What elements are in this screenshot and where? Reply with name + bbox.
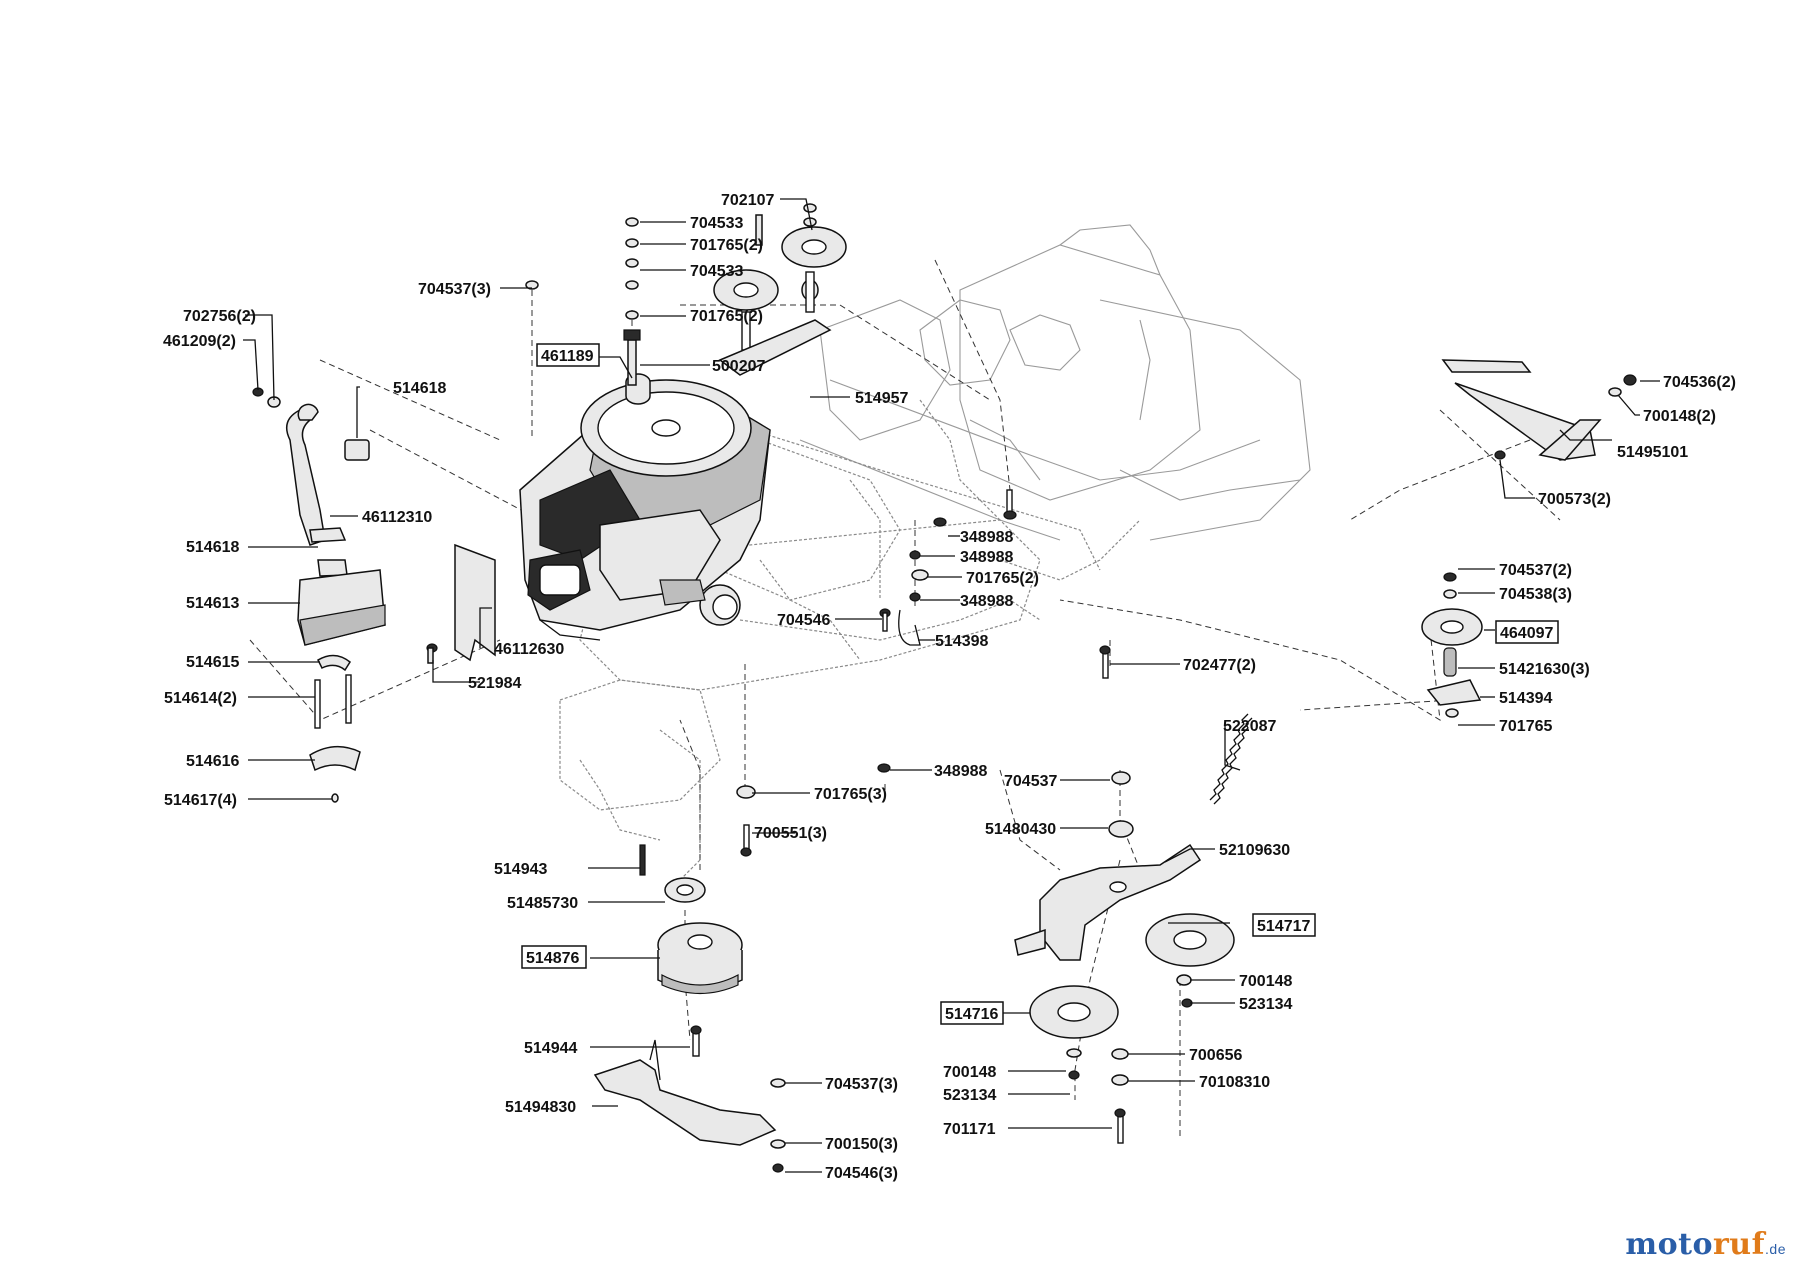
heat-shield — [426, 543, 496, 664]
label-704546: 704546 — [777, 612, 830, 629]
label-522087: 522087 — [1223, 718, 1276, 735]
label-701765: 701765 — [1499, 718, 1552, 735]
label-46112310: 46112310 — [362, 509, 432, 526]
label-514618-a: 514618 — [393, 380, 446, 397]
label-704533-a: 704533 — [690, 215, 743, 232]
label-51495101: 51495101 — [1617, 444, 1688, 461]
label-51480430: 51480430 — [985, 821, 1056, 838]
label-514716: 514716 — [945, 1006, 998, 1023]
watermark-part-2: ruf — [1713, 1227, 1766, 1262]
label-702756-2: 702756(2) — [183, 308, 256, 325]
motoruf-watermark-logo: motoruf.de — [1625, 1227, 1786, 1262]
right-bracket-assembly — [1441, 359, 1637, 461]
label-700656: 700656 — [1189, 1047, 1242, 1064]
label-700573-2: 700573(2) — [1538, 491, 1611, 508]
label-348988-d: 348988 — [934, 763, 987, 780]
label-521984: 521984 — [468, 675, 521, 692]
label-704537-3-a: 704537(3) — [418, 281, 491, 298]
watermark-part-1: moto — [1625, 1227, 1713, 1262]
label-514617-4: 514617(4) — [164, 792, 237, 809]
label-514944: 514944 — [524, 1040, 577, 1057]
label-46112630: 46112630 — [494, 641, 564, 658]
label-700150-3: 700150(3) — [825, 1136, 898, 1153]
label-464097: 464097 — [1500, 625, 1553, 642]
exhaust-assembly — [252, 387, 386, 803]
label-514613: 514613 — [186, 595, 239, 612]
label-704537-3-b: 704537(3) — [825, 1076, 898, 1093]
label-702477-2: 702477(2) — [1183, 657, 1256, 674]
label-514616: 514616 — [186, 753, 239, 770]
label-348988-a: 348988 — [960, 529, 1013, 546]
watermark-part-3: .de — [1765, 1241, 1786, 1257]
label-51485730: 51485730 — [507, 895, 578, 912]
label-704536-2: 704536(2) — [1663, 374, 1736, 391]
label-348988-c: 348988 — [960, 593, 1013, 610]
idler-arm-assembly — [1014, 771, 1235, 1144]
label-500207: 500207 — [712, 358, 765, 375]
label-348988-b: 348988 — [960, 549, 1013, 566]
label-514398: 514398 — [935, 633, 988, 650]
label-700148-a: 700148 — [1239, 973, 1292, 990]
leader-lines — [243, 198, 1660, 1173]
label-704546-3: 704546(3) — [825, 1165, 898, 1182]
label-701765-3: 701765(3) — [814, 786, 887, 803]
label-702107: 702107 — [721, 192, 774, 209]
label-704533-b: 704533 — [690, 263, 743, 280]
label-700148-2: 700148(2) — [1643, 408, 1716, 425]
label-523134-a: 523134 — [1239, 996, 1292, 1013]
engine-assembly — [519, 373, 771, 641]
part-number-labels: 702107 704533 701765(2) 704533 701765(2)… — [163, 192, 1736, 1182]
label-701171: 701171 — [943, 1121, 996, 1138]
pto-clutch-assembly — [593, 844, 786, 1173]
label-514618-b: 514618 — [186, 539, 239, 556]
label-701765-2-c: 701765(2) — [966, 570, 1039, 587]
label-51421630-3: 51421630(3) — [1499, 661, 1590, 678]
label-514876: 514876 — [526, 950, 579, 967]
boxed-label-frames — [521, 343, 1559, 1025]
right-idler-pulley — [1421, 572, 1483, 718]
label-514615: 514615 — [186, 654, 239, 671]
label-461209-2: 461209(2) — [163, 333, 236, 350]
label-52109630: 52109630 — [1219, 842, 1290, 859]
label-700148-b: 700148 — [943, 1064, 996, 1081]
tension-spring — [1209, 713, 1253, 805]
label-514943: 514943 — [494, 861, 547, 878]
label-514394: 514394 — [1499, 690, 1552, 707]
label-701765-2-a: 701765(2) — [690, 237, 763, 254]
label-704537: 704537 — [1004, 773, 1057, 790]
idler-pulleys-top — [525, 203, 847, 386]
label-514614-2: 514614(2) — [164, 690, 237, 707]
label-704537-2: 704537(2) — [1499, 562, 1572, 579]
label-514717: 514717 — [1257, 918, 1310, 935]
label-70108310: 70108310 — [1199, 1074, 1270, 1091]
label-523134-b: 523134 — [943, 1087, 996, 1104]
label-51494830: 51494830 — [505, 1099, 576, 1116]
label-461189: 461189 — [541, 348, 594, 365]
middle-fasteners — [736, 489, 1111, 857]
label-700551-3: 700551(3) — [754, 825, 827, 842]
label-514957: 514957 — [855, 390, 908, 407]
label-704538-3: 704538(3) — [1499, 586, 1572, 603]
label-701765-2-b: 701765(2) — [690, 308, 763, 325]
